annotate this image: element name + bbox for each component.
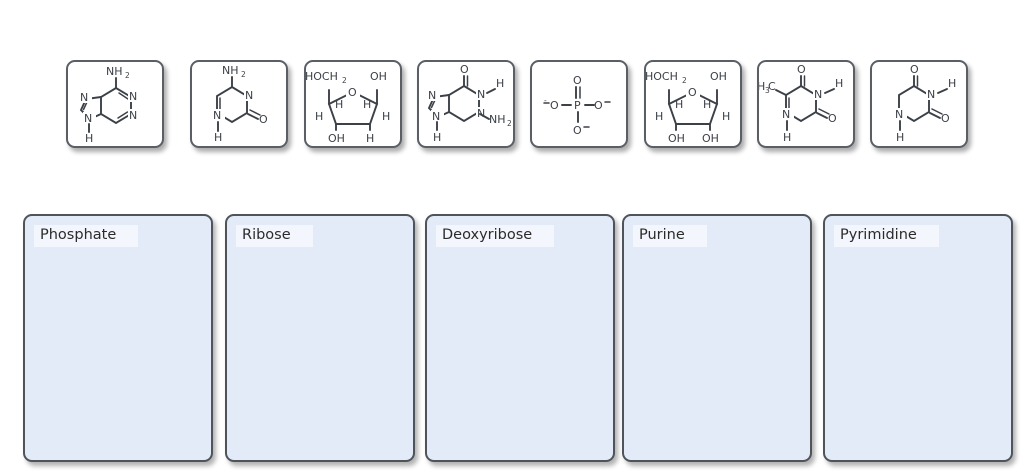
label-oh-bottom-right: OH [702,132,719,145]
label-o-top: O [797,63,806,76]
label-h-bottom: H [783,131,791,144]
label-h-left: H [315,110,323,123]
deoxyribose-structure: O HOCH 2 OH H H H H OH H [306,70,390,145]
label-n3: N [245,89,253,102]
label-h-inner-right: H [363,98,371,111]
label-h: H [85,132,93,145]
label-o-top: O [910,63,919,76]
label-o: O [460,63,469,76]
tile-phosphate[interactable]: P O O - O O [530,60,628,148]
label-n9: N [432,110,440,123]
label-n1: N [895,108,903,121]
label-n3: N [477,107,485,120]
label-h-top: H [496,77,504,90]
label-h-right: H [835,77,843,90]
label-nh2-sub: 2 [507,119,512,128]
label-nh2-sub: 2 [125,71,130,80]
label-n1: N [782,108,790,121]
tile-guanine[interactable]: O N H N NH 2 N N H [417,60,515,148]
label-h: H [214,131,222,144]
label-h-right: H [722,110,730,123]
tile-cytosine[interactable]: NH 2 N O N H [190,60,288,148]
dropzone-ribose[interactable]: Ribose [225,214,415,462]
label-hoch2: HOCH [306,70,338,83]
label-n1: N [213,109,221,122]
tile-ribose[interactable]: O HOCH 2 OH H H H H OH OH [644,60,742,148]
tile-thymine[interactable]: H 3 C O N H O N H [757,60,855,148]
label-o: O [259,113,268,126]
label-o-right: O [594,99,603,112]
label-o-left: O [550,99,559,112]
guanine-structure: O N H N NH 2 N N H [427,63,512,144]
label-hoch2-sub: 2 [342,76,347,85]
label-h-left: H [655,110,663,123]
dropzone-row: Phosphate Ribose Deoxyribose Purine Pyri… [0,210,1024,472]
molecule-tile-strip: NH 2 N N N N H NH 2 N [0,0,1024,190]
label-h-inner-left: H [335,98,343,111]
label-h-bottom: H [433,131,441,144]
dropzone-deoxyribose[interactable]: Deoxyribose [425,214,615,462]
label-hoch2-sub: 2 [682,76,687,85]
label-ring-o: O [688,86,697,99]
dropzone-label: Pyrimidine [834,225,939,247]
thymine-structure: H 3 C O N H O N H [759,63,843,144]
label-hoch2: HOCH [646,70,678,83]
label-n3: N [814,88,822,101]
dropzone-label: Purine [633,225,707,247]
label-p: P [574,99,581,112]
label-h3c-c: C [768,80,776,93]
label-n9: N [84,112,92,125]
label-h-right: H [948,77,956,90]
label-oh-top: OH [370,70,387,83]
label-h3c: H [759,80,765,93]
label-nh2: NH [489,113,506,126]
label-o-top: O [573,74,582,87]
label-ring-o: O [348,86,357,99]
uracil-structure: O N H O N H [894,63,956,144]
label-h-inner-left: H [675,98,683,111]
dropzone-label: Ribose [236,225,313,247]
tile-adenine[interactable]: NH 2 N N N N H [66,60,164,148]
dropzone-pyrimidine[interactable]: Pyrimidine [823,214,1013,462]
label-n3: N [927,88,935,101]
label-nh2-sub: 2 [241,70,246,79]
label-n7: N [428,89,436,102]
label-n1: N [477,88,485,101]
label-oh-top: OH [710,70,727,83]
label-o-right: O [828,112,837,125]
tile-uracil[interactable]: O N H O N H [870,60,968,148]
dropzone-label: Phosphate [34,225,139,247]
label-o-left-charge: - [544,96,547,105]
dropzone-label: Deoxyribose [436,225,555,247]
label-n7: N [80,91,88,104]
label-h-inner-right: H [703,98,711,111]
label-oh-bottom-left: OH [668,132,685,145]
cytosine-structure: NH 2 N O N H [212,64,268,144]
label-n3: N [129,109,137,122]
label-oh-bottom: OH [328,132,345,145]
tile-deoxyribose[interactable]: O HOCH 2 OH H H H H OH H [304,60,402,148]
ribose-structure: O HOCH 2 OH H H H H OH OH [646,70,730,145]
label-n1: N [129,90,137,103]
label-nh2: NH [106,65,123,78]
adenine-structure: NH 2 N N N N H [79,65,141,145]
dropzone-phosphate[interactable]: Phosphate [23,214,213,462]
label-nh2: NH [222,64,239,77]
label-o-bottom: O [573,124,582,137]
label-h3c-sub: 3 [765,86,770,95]
label-h-bottom: H [366,132,374,145]
label-h-right: H [382,110,390,123]
label-o-right: O [941,112,950,125]
dropzone-purine[interactable]: Purine [622,214,812,462]
label-h-bottom: H [896,131,904,144]
phosphate-structure: P O O - O O [543,74,611,137]
